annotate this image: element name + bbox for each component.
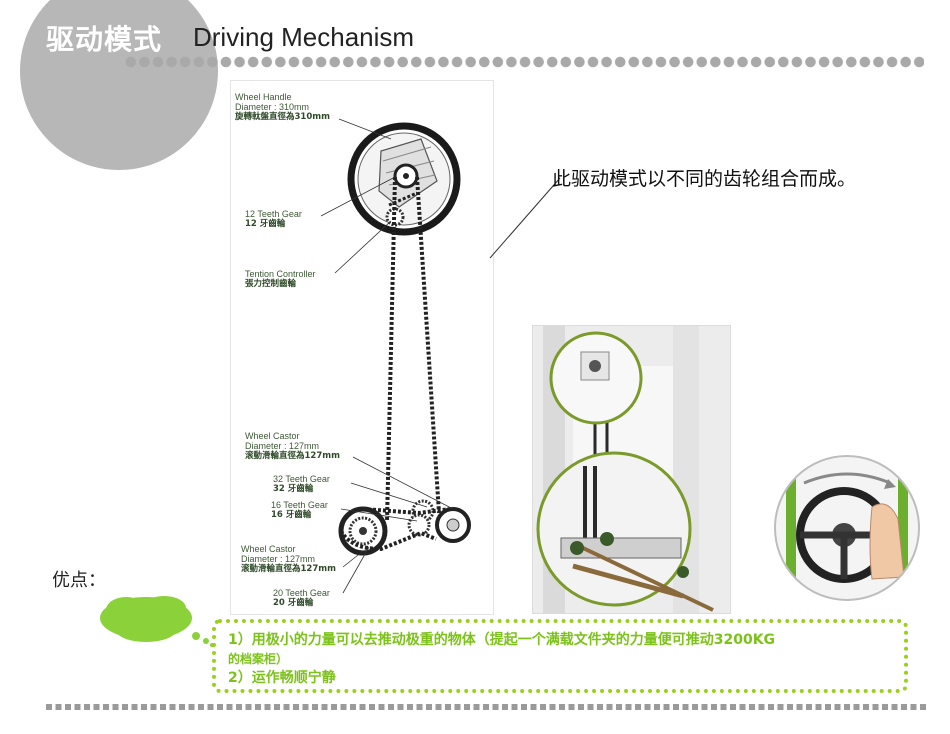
label-wheel-handle: Wheel Handle Diameter : 310mm 旋轉軚盤直徑為310… [235,92,330,122]
cabinet-photo-illustration [533,326,730,613]
advantage-1: 1）用极小的力量可以去推动极重的物体（提起一个满载文件夹的力量便可推动3200K… [228,632,776,648]
page-title-chinese: 驱动模式 [46,23,163,56]
callout-leader-line [489,177,561,259]
chain-drive-illustration [320,118,471,594]
label-16-teeth-gear: 16 Teeth Gear 16 牙齒輪 [271,500,328,520]
mechanism-description: 此驱动模式以不同的齿轮组合而成。 [552,168,857,190]
dotted-divider-top [124,56,924,68]
decorative-gray-circle [20,0,218,170]
dotted-divider-bottom [46,704,926,710]
label-wheel-castor-bottom: Wheel Castor Diameter : 127mm 滚動滑輪直徑為127… [241,544,336,574]
label-tension-controller: Tention Controller 張力控制齒輪 [245,269,316,289]
steering-wheel-illustration [786,472,908,597]
advantages-box: 1）用极小的力量可以去推动极重的物体（提起一个满载文件夹的力量便可推动3200K… [212,619,908,693]
advantages-label: 优点： [52,570,106,591]
hand-wheel-photo [774,455,920,601]
label-32-teeth-gear: 32 Teeth Gear 32 牙齒輪 [273,474,330,494]
mechanism-diagram: Wheel Handle Diameter : 310mm 旋轉軚盤直徑為310… [230,80,494,615]
label-20-teeth-gear: 20 Teeth Gear 20 牙齒輪 [273,588,330,608]
advantage-2: 2）运作畅顺宁静 [228,670,336,686]
advantage-1-continued: 的档案柜） [228,652,289,666]
cabinet-mechanism-photo [532,325,731,614]
label-wheel-castor-top: Wheel Castor Diameter : 127mm 滚動滑輪直徑為127… [245,431,340,461]
green-cloud-icon [100,596,214,647]
page-title-english: Driving Mechanism [193,22,415,52]
label-12-teeth-gear: 12 Teeth Gear 12 牙齒輪 [245,209,302,229]
